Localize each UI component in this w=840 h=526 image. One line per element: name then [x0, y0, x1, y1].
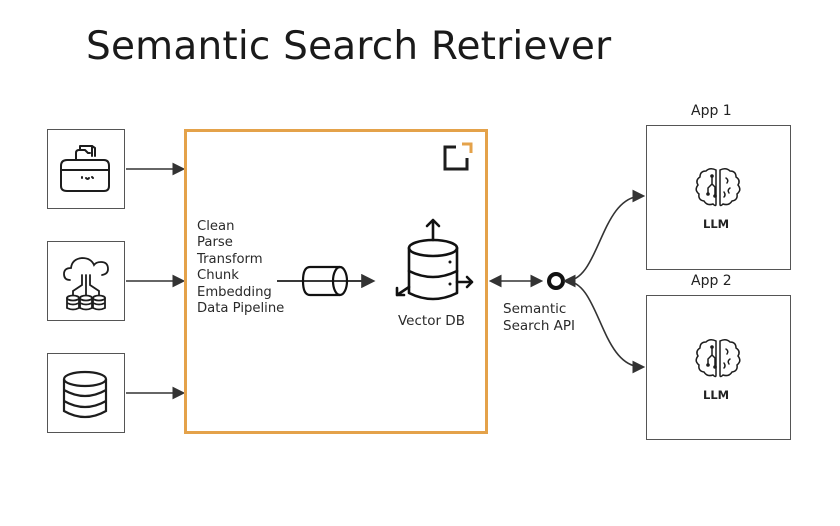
app2-title: App 2: [691, 273, 732, 289]
api-label-line2: Search API: [503, 318, 576, 334]
pipeline-steps: Clean Parse Transform Chunk Embedding Da…: [197, 219, 284, 317]
api-label-line1: Semantic: [503, 301, 567, 317]
source-box-database[interactable]: [47, 353, 125, 433]
step-clean: Clean: [197, 219, 235, 234]
database-icon: [62, 370, 108, 419]
app2-llm-label: LLM: [703, 388, 730, 402]
step-data-pipeline: Data Pipeline: [197, 301, 285, 317]
arrow-api-app1: [562, 189, 646, 288]
step-chunk: Chunk: [197, 268, 239, 284]
step-parse: Parse: [197, 235, 233, 251]
source-box-cloud[interactable]: [47, 241, 125, 321]
vector-db-label: Vector DB: [398, 313, 465, 329]
source-box-files[interactable]: [47, 129, 125, 209]
step-transform: Transform: [197, 251, 263, 267]
app1-title: App 1: [691, 103, 732, 119]
step-embedding: Embedding: [197, 284, 272, 300]
arrow-api-app2: [565, 280, 646, 374]
data-pipeline-box[interactable]: [184, 129, 488, 434]
page-title: Semantic Search Retriever: [86, 24, 612, 69]
folder-icon: [60, 145, 110, 192]
cloud-databases-icon: [63, 257, 109, 311]
app1-llm-label: LLM: [703, 217, 730, 231]
app2-box[interactable]: [646, 295, 791, 440]
app1-box[interactable]: [646, 125, 791, 270]
